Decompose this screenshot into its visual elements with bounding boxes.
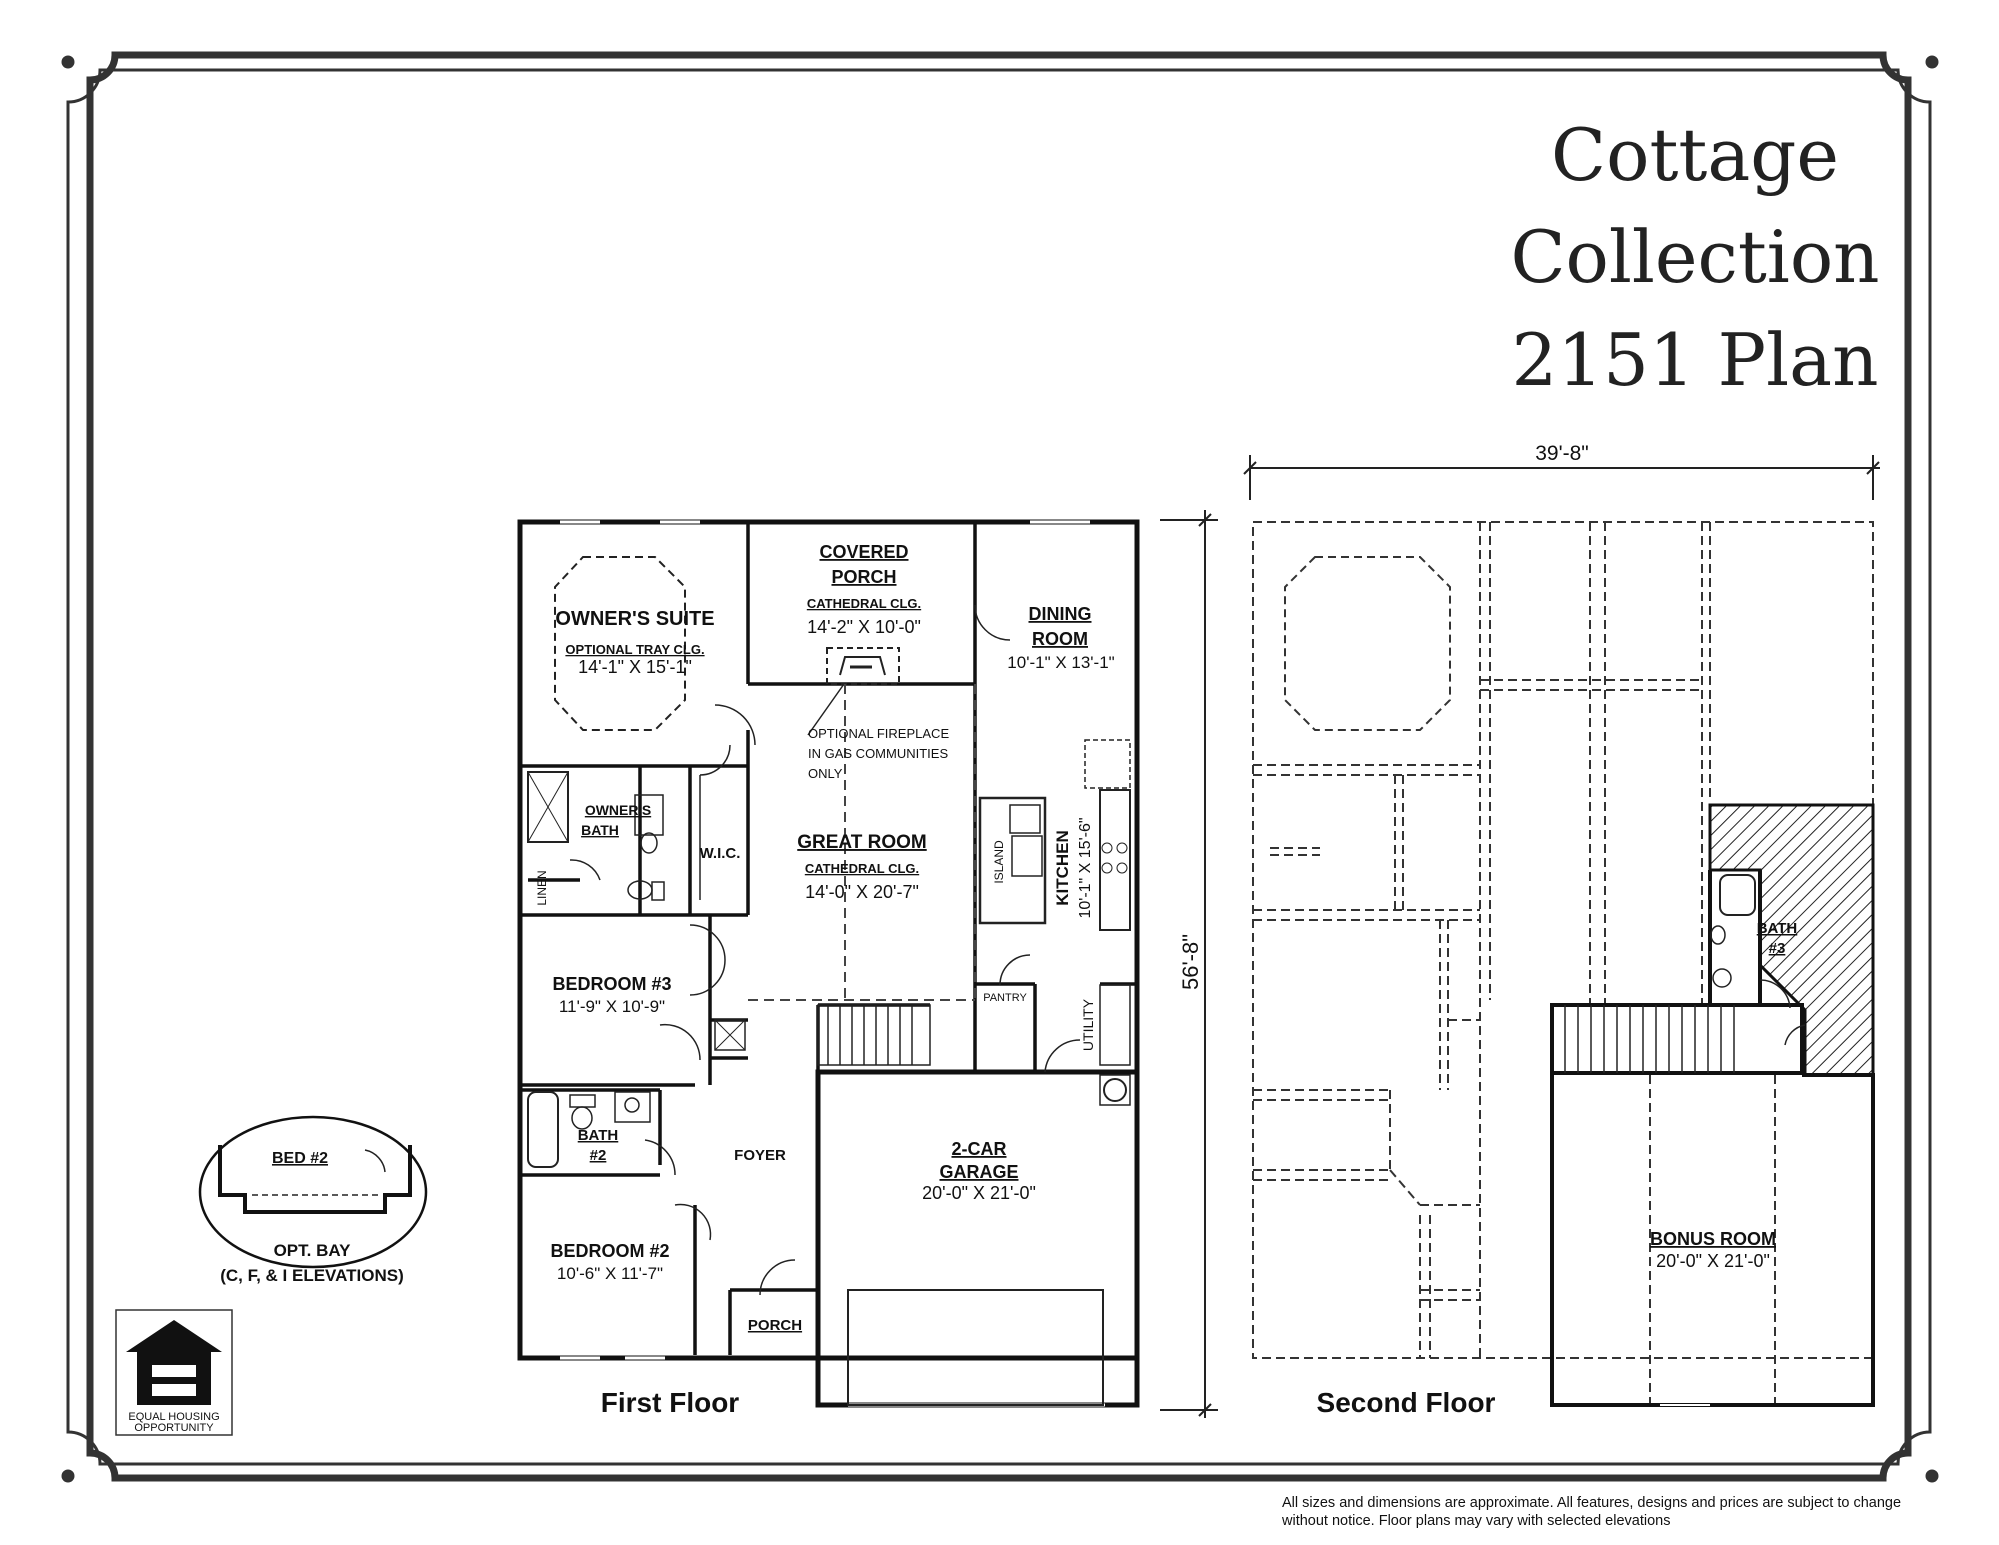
bonus-room-size: 20'-0" X 21'-0" [1656, 1251, 1770, 1271]
utility-label: UTILITY [1080, 998, 1096, 1051]
dimension-width [1243, 455, 1880, 500]
kitchen-size: 10'-1" X 15'-6" [1077, 817, 1094, 918]
great-room-note: CATHEDRAL CLG. [805, 861, 919, 876]
fireplace-note-1: OPTIONAL FIREPLACE [808, 726, 949, 741]
bedroom2-size: 10'-6" X 11'-7" [557, 1264, 663, 1283]
disclaimer-text: All sizes and dimensions are approximate… [1282, 1495, 1902, 1529]
owners-suite-label: OWNER'S SUITE [555, 608, 714, 630]
bedroom3-label: BEDROOM #3 [552, 974, 671, 994]
dimension-depth [1160, 510, 1218, 1418]
decorative-border [61, 51, 1939, 1483]
covered-porch-note: CATHEDRAL CLG. [807, 596, 921, 611]
dining-room-size: 10'-1" X 13'-1" [1007, 653, 1114, 672]
dimension-width-label: 39'-8" [1535, 442, 1589, 465]
fireplace-note-2: IN GAS COMMUNITIES [808, 746, 948, 761]
wic-label: W.I.C. [700, 845, 741, 862]
garage-label-1: 2-CAR [951, 1139, 1006, 1159]
island-label: ISLAND [992, 840, 1006, 884]
linen-label: LINEN [535, 870, 549, 905]
opt-bay-label: OPT. BAY [274, 1241, 352, 1260]
equal-housing-text-2: OPPORTUNITY [134, 1422, 214, 1434]
great-room-size: 14'-0" X 20'-7" [805, 882, 919, 902]
great-room-label: GREAT ROOM [797, 832, 926, 853]
title-line-2: Collection [1510, 215, 1879, 299]
title-line-1: Cottage [1551, 113, 1839, 197]
first-floor-label: First Floor [601, 1387, 740, 1418]
garage-size: 20'-0" X 21'-0" [922, 1183, 1036, 1203]
fireplace-note-3: ONLY [808, 766, 843, 781]
dining-room-label-2: ROOM [1032, 629, 1088, 649]
owners-bath-label-1: OWNER'S [585, 802, 651, 818]
covered-porch-label-1: COVERED [819, 542, 908, 562]
bedroom2-label: BEDROOM #2 [550, 1241, 669, 1261]
second-floor-plan [1252, 521, 1875, 1407]
title-line-3: 2151 Plan [1512, 318, 1879, 402]
bath3-label-1: BATH [1757, 920, 1798, 937]
second-floor-label: Second Floor [1317, 1387, 1496, 1418]
bedroom3-size: 11'-9" X 10'-9" [559, 997, 665, 1016]
opt-bay-room-label: BED #2 [272, 1150, 328, 1167]
plan-title: Cottage Collection 2151 Plan [1510, 113, 1879, 402]
covered-porch-size: 14'-2" X 10'-0" [807, 617, 921, 637]
bath2-label-1: BATH [578, 1127, 619, 1144]
kitchen-label: KITCHEN [1053, 830, 1072, 906]
opt-bay-inset: BED #2 OPT. BAY (C, F, & I ELEVATIONS) [198, 1115, 428, 1285]
equal-housing-text-1: EQUAL HOUSING [128, 1411, 219, 1423]
dimension-depth-label: 56'-8" [1178, 934, 1203, 990]
porch-label: PORCH [748, 1317, 802, 1334]
first-floor-plan [517, 519, 1140, 1408]
pantry-label: PANTRY [983, 992, 1027, 1004]
bath3-label-2: #3 [1769, 940, 1786, 957]
bath2-label-2: #2 [590, 1147, 607, 1164]
foyer-label: FOYER [734, 1147, 786, 1164]
opt-bay-elevations: (C, F, & I ELEVATIONS) [220, 1266, 404, 1285]
bonus-room-label: BONUS ROOM [1650, 1229, 1776, 1249]
owners-suite-size: 14'-1" X 15'-1" [578, 657, 692, 677]
owners-bath-label-2: BATH [581, 822, 619, 838]
covered-porch-label-2: PORCH [831, 567, 896, 587]
dining-room-label-1: DINING [1029, 604, 1092, 624]
garage-label-2: GARAGE [939, 1162, 1018, 1182]
second-floor-labels: BATH #3 BONUS ROOM 20'-0" X 21'-0" Secon… [1317, 920, 1798, 1418]
owners-suite-note: OPTIONAL TRAY CLG. [565, 642, 704, 657]
first-floor-labels: OWNER'S SUITE OPTIONAL TRAY CLG. 14'-1" … [535, 542, 1115, 1418]
equal-housing-logo: EQUAL HOUSING OPPORTUNITY [115, 1309, 233, 1436]
